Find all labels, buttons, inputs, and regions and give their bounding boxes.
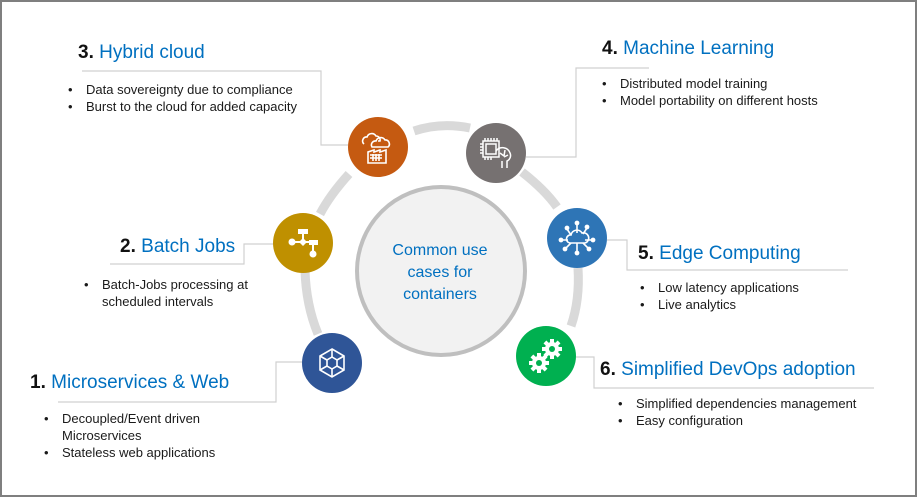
devops-node (516, 326, 576, 386)
use-case-2-heading: 2. Batch Jobs (120, 236, 235, 258)
connector-4 (526, 67, 649, 158)
bullet-item: Batch-Jobs processing at scheduled inter… (80, 276, 280, 310)
use-case-6-bullets: Simplified dependencies management Easy … (614, 395, 856, 429)
use-case-1-heading: 1. Microservices & Web (30, 372, 229, 394)
bullet-item: Low latency applications (636, 279, 799, 296)
connector-1 (58, 361, 303, 403)
bullet-item: Distributed model training (598, 75, 818, 92)
center-label: Common use cases for containers (370, 240, 510, 306)
bullet-item: Stateless web applications (40, 444, 230, 461)
use-case-3-bullets: Data sovereignty due to compliance Burst… (64, 81, 297, 115)
edge-computing-node (547, 208, 607, 268)
use-case-5-heading: 5. Edge Computing (638, 243, 801, 265)
center-label-line: cases for (407, 264, 473, 281)
connector-5 (607, 239, 848, 271)
ring-arc-1-2 (300, 269, 323, 336)
ring-arc-3-4 (412, 121, 471, 136)
ring-arc-2-3 (316, 170, 353, 217)
use-case-4-bullets: Distributed model training Model portabi… (598, 75, 818, 109)
use-case-title: Simplified DevOps adoption (621, 359, 856, 380)
use-case-1-bullets: Decoupled/Event driven Microservices Sta… (40, 410, 230, 461)
cloud-building-icon (361, 132, 391, 164)
use-case-number: 2. (120, 236, 136, 257)
use-case-5-bullets: Low latency applications Live analytics (636, 279, 799, 313)
use-case-number: 3. (78, 42, 94, 63)
bullet-item: Easy configuration (614, 412, 856, 429)
hybrid-cloud-node (348, 117, 408, 177)
ring-arc-4-5 (519, 168, 561, 210)
use-case-title: Hybrid cloud (99, 42, 205, 63)
use-case-title: Batch Jobs (141, 236, 236, 257)
use-case-title: Machine Learning (623, 38, 775, 59)
bullet-item: Simplified dependencies management (614, 395, 856, 412)
bullet-item: Data sovereignty due to compliance (64, 81, 297, 98)
connector-2 (110, 243, 274, 265)
bullet-item: Burst to the cloud for added capacity (64, 98, 297, 115)
center-label-line: Common use (392, 242, 488, 259)
connector-6 (576, 356, 874, 389)
batch-jobs-node (273, 213, 333, 273)
machine-learning-node (466, 123, 526, 183)
use-case-6-heading: 6. Simplified DevOps adoption (600, 359, 856, 381)
network-hexagon-icon (319, 348, 345, 378)
gears-icon (529, 339, 562, 373)
microservices-node (302, 333, 362, 393)
center-label-line: containers (403, 286, 477, 303)
use-case-number: 5. (638, 243, 654, 264)
use-case-number: 1. (30, 372, 46, 393)
use-case-4-heading: 4. Machine Learning (602, 38, 774, 60)
use-case-number: 6. (600, 359, 616, 380)
bullet-item: Decoupled/Event driven Microservices (40, 410, 230, 444)
flowchart-icon (288, 229, 318, 258)
use-case-3-heading: 3. Hybrid cloud (78, 42, 205, 64)
connector-3 (82, 70, 348, 146)
ring-arc-5-6 (566, 267, 583, 328)
cloud-network-icon (558, 220, 596, 256)
bullet-item: Model portability on different hosts (598, 92, 818, 109)
use-case-title: Microservices & Web (51, 372, 230, 393)
use-case-number: 4. (602, 38, 618, 59)
use-case-title: Edge Computing (659, 243, 801, 264)
chip-brain-icon (480, 138, 512, 168)
bullet-item: Live analytics (636, 296, 799, 313)
use-case-2-bullets: Batch-Jobs processing at scheduled inter… (80, 276, 280, 310)
center-circle (355, 185, 527, 357)
